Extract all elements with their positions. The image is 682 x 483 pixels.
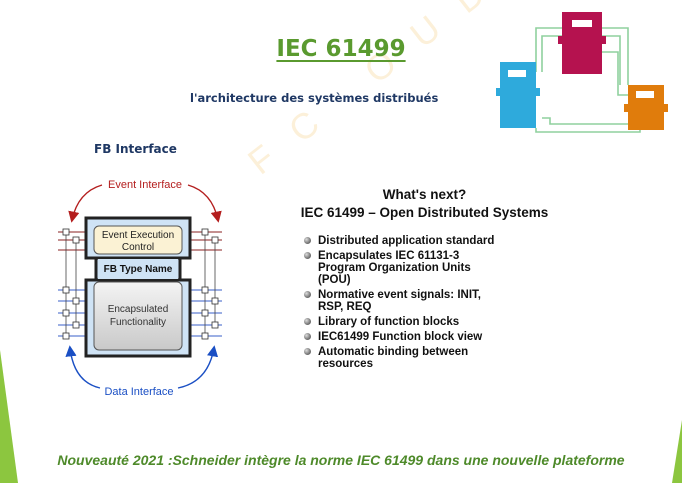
event-interface-label: Event Interface bbox=[108, 179, 182, 191]
slide-title: IEC 61499 bbox=[276, 36, 406, 62]
event-arrow-left bbox=[68, 184, 103, 223]
orange-block bbox=[624, 85, 668, 130]
event-execution-label-line2: Control bbox=[122, 242, 154, 253]
encapsulated-label-line2: Functionality bbox=[110, 317, 166, 328]
feature-list: Distributed application standard Encapsu… bbox=[302, 235, 502, 373]
association-lines bbox=[65, 232, 216, 336]
list-item: IEC61499 Function block view bbox=[302, 331, 502, 343]
bullet-icon bbox=[304, 348, 311, 355]
fb-body bbox=[84, 216, 192, 358]
list-item: Library of function blocks bbox=[302, 316, 502, 328]
decorative-corner-band bbox=[672, 420, 682, 483]
list-item: Automatic binding between resources bbox=[302, 346, 502, 370]
fb-type-name: FB Type Name bbox=[104, 264, 173, 275]
list-item: Normative event signals: INIT, RSP, REQ bbox=[302, 289, 502, 313]
event-arrow-right bbox=[187, 184, 222, 223]
whats-next-line2: IEC 61499 – Open Distributed Systems bbox=[300, 205, 549, 220]
data-arrow-left bbox=[65, 345, 101, 389]
decorative-side-band bbox=[0, 350, 18, 483]
distributed-blocks-illustration bbox=[496, 12, 668, 133]
footer-note: Nouveauté 2021 :Schneider intègre la nor… bbox=[57, 452, 625, 468]
slide-subtitle: l'architecture des systèmes distribués bbox=[190, 91, 439, 105]
fb-interface-label: FB Interface bbox=[94, 142, 177, 156]
event-execution-label-line1: Event Execution bbox=[102, 230, 174, 241]
fb-interface-diagram: Event Interface Event Execution C bbox=[58, 179, 222, 398]
data-arrow-right bbox=[177, 345, 219, 389]
connector-squares bbox=[62, 228, 219, 340]
bullet-icon bbox=[304, 252, 311, 259]
list-item: Distributed application standard bbox=[302, 235, 502, 247]
bullet-icon bbox=[304, 237, 311, 244]
whats-next-heading: What's next? IEC 61499 – Open Distribute… bbox=[282, 186, 567, 222]
whats-next-line1: What's next? bbox=[382, 187, 467, 202]
data-interface-label: Data Interface bbox=[104, 386, 173, 398]
cyan-block bbox=[496, 62, 540, 128]
bullet-icon bbox=[304, 318, 311, 325]
bullet-icon bbox=[304, 333, 311, 340]
list-item: Encapsulates IEC 61131-3 Program Organiz… bbox=[302, 250, 502, 286]
connection-lines bbox=[535, 27, 641, 133]
bullet-icon bbox=[304, 291, 311, 298]
encapsulated-label-line1: Encapsulated bbox=[108, 304, 169, 315]
magenta-block bbox=[558, 12, 606, 74]
